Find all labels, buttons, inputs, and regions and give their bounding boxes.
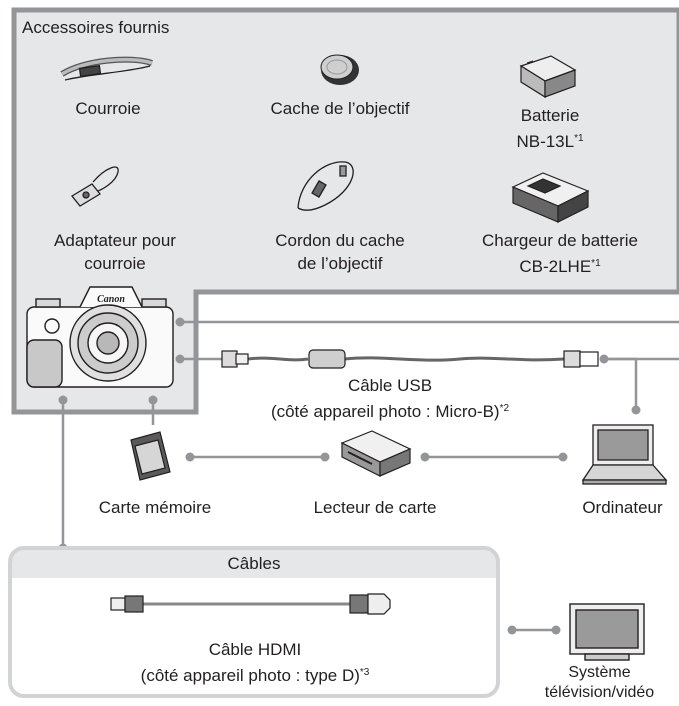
- label-batterie-line2: NB-13L*1: [490, 127, 610, 153]
- label-cache-objectif: Cache de l’objectif: [250, 97, 430, 120]
- cables-box-title-text: Câbles: [227, 554, 281, 573]
- label-adaptateur-line2: courroie: [84, 254, 146, 273]
- laptop-icon: [581, 424, 668, 485]
- label-cable-usb-line2: (côté appareil photo : Micro-B)*2: [240, 397, 540, 423]
- footnote-marker: *2: [499, 403, 510, 414]
- tv-monitor-icon: [569, 603, 645, 661]
- hdmi-cable-icon: [110, 593, 391, 615]
- label-carte-memoire-text: Carte mémoire: [98, 498, 212, 517]
- lens-cap-icon: [320, 54, 359, 85]
- label-chargeur-model: CB-2LHE: [519, 257, 592, 276]
- label-batterie-line1: Batterie: [520, 106, 580, 125]
- label-ordinateur: Ordinateur: [570, 496, 675, 519]
- cables-box-title: Câbles: [10, 552, 498, 575]
- label-chargeur-line2: CB-2LHE*1: [460, 252, 660, 278]
- label-lecteur-carte-text: Lecteur de carte: [313, 498, 437, 517]
- neck-strap-icon: [60, 56, 153, 81]
- label-ordinateur-text: Ordinateur: [582, 498, 663, 517]
- label-courroie-text: Courroie: [75, 99, 141, 118]
- label-cordon-line2: de l’objectif: [297, 254, 383, 273]
- footnote-marker: *1: [591, 258, 601, 269]
- label-cache-objectif-text: Cache de l’objectif: [270, 99, 410, 118]
- label-cable-hdmi-detail: (côté appareil photo : type D): [140, 666, 360, 685]
- camera-icon: [26, 286, 174, 388]
- label-cordon-cache: Cordon du cache de l’objectif: [250, 229, 430, 275]
- label-cable-usb-detail: (côté appareil photo : Micro-B): [270, 402, 500, 421]
- label-chargeur-line1: Chargeur de batterie: [482, 231, 638, 250]
- label-systeme-tv: Système télévision/vidéo: [522, 663, 677, 703]
- label-adaptateur-line1: Adaptateur pour: [54, 231, 176, 250]
- footnote-marker: *1: [574, 133, 584, 144]
- label-batterie: Batterie NB-13L*1: [490, 104, 610, 153]
- battery-charger-icon: [511, 172, 590, 223]
- label-chargeur: Chargeur de batterie CB-2LHE*1: [460, 229, 660, 278]
- label-cable-hdmi-line1: Câble HDMI: [208, 640, 302, 659]
- label-lecteur-carte: Lecteur de carte: [290, 496, 460, 519]
- label-cable-hdmi-line2: (côté appareil photo : type D)*3: [90, 661, 420, 687]
- lens-cap-cord-icon: [297, 161, 354, 211]
- accessories-box: [11, 7, 679, 415]
- card-reader-icon: [340, 430, 412, 477]
- accessories-box-title: Accessoires fournis: [22, 18, 170, 37]
- label-carte-memoire: Carte mémoire: [80, 496, 230, 519]
- strap-adapter-icon: [71, 166, 119, 207]
- camera-brand-text: Canon: [97, 294, 125, 305]
- memory-card-icon: [130, 431, 171, 481]
- battery-pack-icon: [519, 55, 577, 99]
- label-batterie-model: NB-13L: [516, 132, 575, 151]
- label-courroie: Courroie: [63, 97, 153, 120]
- label-cable-usb-line1: Câble USB: [347, 376, 433, 395]
- label-systeme-tv-line2: télévision/vidéo: [544, 684, 655, 701]
- label-systeme-tv-line1: Système: [568, 664, 631, 681]
- label-cable-hdmi: Câble HDMI (côté appareil photo : type D…: [90, 638, 420, 687]
- label-cable-usb: Câble USB (côté appareil photo : Micro-B…: [240, 374, 540, 423]
- footnote-marker: *3: [359, 667, 370, 678]
- cables-box: [8, 546, 500, 698]
- label-adaptateur: Adaptateur pour courroie: [40, 229, 190, 275]
- usb-cable-icon: [221, 349, 599, 369]
- label-cordon-line1: Cordon du cache: [275, 231, 405, 250]
- connector-lines: [61, 320, 679, 632]
